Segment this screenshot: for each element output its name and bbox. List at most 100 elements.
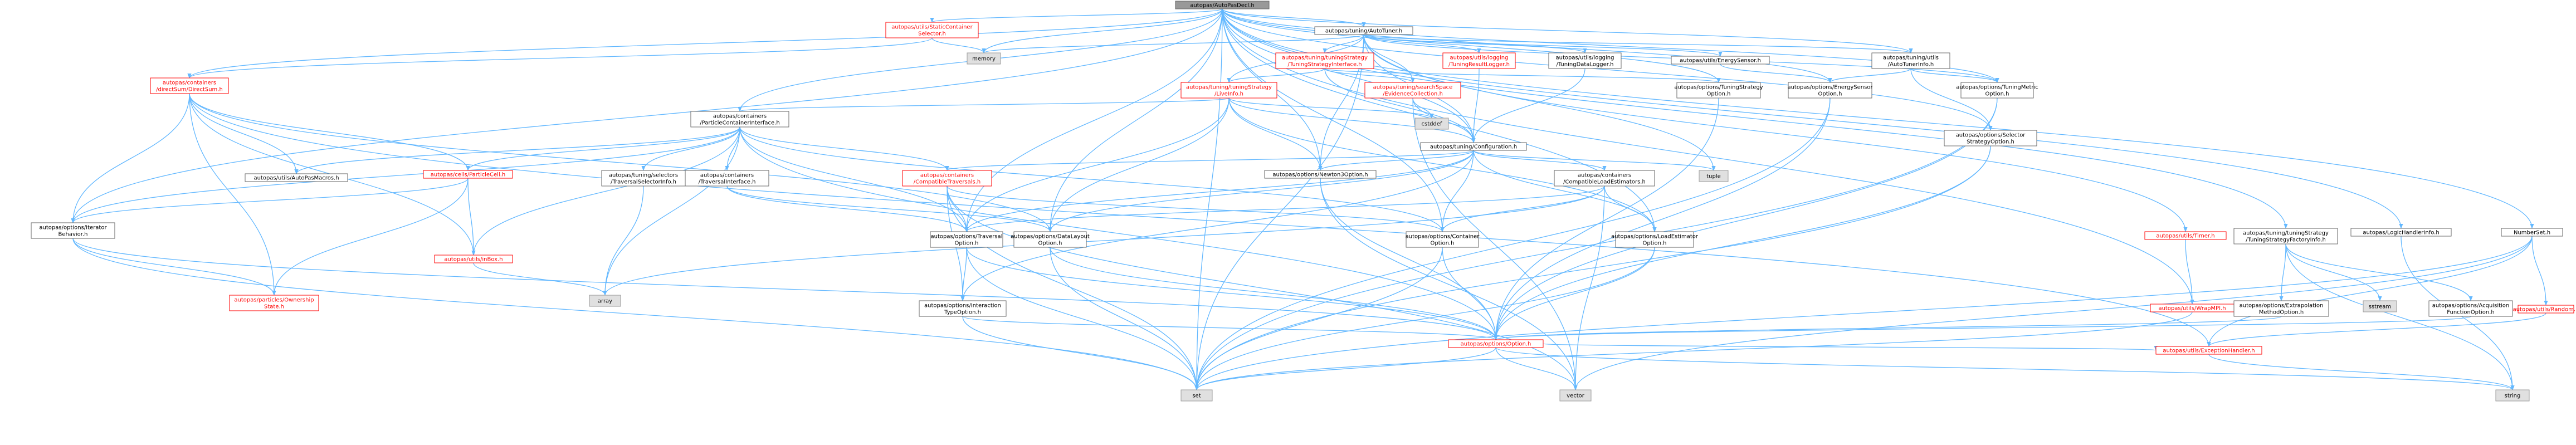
- node-label: /LiveInfo.h: [1214, 91, 1243, 97]
- node-array: array: [589, 295, 621, 307]
- node-option[interactable]: autopas/options/Option.h: [1448, 339, 1544, 348]
- node-compattrav[interactable]: autopas/containers/CompatibleTraversals.…: [902, 170, 992, 187]
- node-travselinfo[interactable]: autopas/tuning/selectors/TraversalSelect…: [601, 170, 686, 187]
- node-newton3[interactable]: autopas/options/Newton3Option.h: [1264, 170, 1377, 179]
- node-inbox[interactable]: autopas/utils/inBox.h: [434, 255, 513, 263]
- node-box: [589, 295, 621, 307]
- node-label: autopas/utils/inBox.h: [444, 257, 502, 263]
- edge-option-to-vector: [1495, 347, 1578, 390]
- edge-root-to-tsfactory: [1222, 8, 2288, 229]
- edge-tsfactory-to-sstream: [2285, 243, 2382, 301]
- edge-tsinterface-to-config: [1324, 68, 1476, 143]
- edge-liveinfo-to-datalayout: [1048, 97, 1230, 232]
- node-label: autopas/options/Extrapolation: [2240, 303, 2324, 309]
- edge-tsinterface-to-evidence: [1324, 68, 1415, 83]
- node-label: autopas/AutoPasDecl.h: [1190, 3, 1254, 9]
- edge-particlecell-to-ownership: [272, 178, 469, 296]
- node-box: [1275, 52, 1374, 69]
- node-config[interactable]: autopas/tuning/Configuration.h: [1420, 142, 1527, 151]
- node-wrapmpi[interactable]: autopas/utils/WrapMPI.h: [2150, 304, 2235, 312]
- node-directsum[interactable]: autopas/containers/directSum/DirectSum.h: [150, 77, 229, 94]
- node-timer[interactable]: autopas/utils/Timer.h: [2144, 231, 2227, 240]
- node-box: [2501, 228, 2563, 237]
- edge-newton3-to-vector: [1320, 178, 1578, 390]
- node-box: [1944, 130, 2037, 146]
- node-root[interactable]: autopas/AutoPasDecl.h: [1175, 1, 1270, 9]
- node-label: Option.h: [1431, 241, 1455, 247]
- edge-compatload-to-array: [603, 185, 1605, 296]
- node-label: autopas/options/Acquisition: [2432, 303, 2510, 309]
- node-compatload[interactable]: autopas/containers/CompatibleLoadEstimat…: [1554, 170, 1655, 187]
- node-box: [601, 170, 686, 187]
- edge-energysensor-to-esoption: [1720, 63, 1832, 83]
- node-label: Option.h: [1643, 241, 1667, 247]
- node-energysensor[interactable]: autopas/utils/EnergySensor.h: [1671, 56, 1770, 65]
- node-label: /CompatibleLoadEstimators.h: [1563, 179, 1646, 185]
- node-label: Option.h: [1985, 91, 2009, 97]
- edge-tsinterface-to-tsoption: [1324, 68, 1721, 83]
- node-liveinfo[interactable]: autopas/tuning/tuningStrategy/LiveInfo.h: [1180, 82, 1277, 99]
- node-autotuner[interactable]: autopas/tuning/AutoTuner.h: [1314, 26, 1413, 35]
- node-box: [2233, 300, 2329, 317]
- node-set: set: [1180, 389, 1213, 402]
- edge-option-to-set: [1194, 347, 1496, 390]
- graph-nodes: autopas/AutoPasDecl.h autopas/utils/Stati…: [31, 1, 2576, 402]
- node-macros[interactable]: autopas/utils/AutoPasMacros.h: [245, 173, 348, 182]
- node-box: [1013, 231, 1087, 248]
- edge-pcinterface-to-inbox: [471, 126, 740, 256]
- edge-datalayout-to-option: [1050, 247, 1498, 340]
- node-tuningresultlog[interactable]: autopas/utils/logging/TuningResultLogger…: [1442, 52, 1516, 69]
- node-box: [2155, 346, 2262, 355]
- edge-autotuner-to-memory: [982, 34, 1364, 53]
- edge-loadest-to-set: [1194, 247, 1655, 390]
- node-label: autopas/utils/WrapMPI.h: [2158, 306, 2226, 312]
- node-label: autopas/utils/StaticContainer: [891, 25, 973, 31]
- node-label: TypeOption.h: [944, 310, 981, 316]
- node-tsfactory[interactable]: autopas/tuning/tuningStrategy/TuningStra…: [2233, 228, 2338, 244]
- node-acquisition[interactable]: autopas/options/AcquisitionFunctionOptio…: [2428, 300, 2513, 317]
- edge-pcinterface-to-array: [603, 126, 740, 296]
- edge-root-to-esoption: [1222, 8, 1832, 83]
- node-label: /TuningResultLogger.h: [1448, 62, 1510, 68]
- node-evidence[interactable]: autopas/tuning/searchSpace/EvidenceColle…: [1364, 82, 1461, 99]
- node-sstream: sstream: [2363, 300, 2397, 312]
- node-tuningdatalog[interactable]: autopas/utils/logging/TuningDataLogger.h: [1548, 52, 1622, 69]
- node-extrapolation[interactable]: autopas/options/ExtrapolationMethodOptio…: [2233, 300, 2329, 317]
- edge-pcinterface-to-travoption: [739, 126, 969, 232]
- node-label: autopas/cells/ParticleCell.h: [431, 172, 506, 178]
- node-autotuneinfo[interactable]: autopas/tuning/utils/AutoTunerInfo.h: [1871, 52, 1950, 69]
- edge-travoption-to-interaction: [960, 247, 967, 301]
- node-label: autopas/options/Traversal: [931, 234, 1003, 240]
- node-exception[interactable]: autopas/utils/ExceptionHandler.h: [2155, 346, 2262, 355]
- node-label: /EvidenceCollection.h: [1383, 91, 1443, 97]
- edge-root-to-staticcont: [930, 8, 1223, 23]
- node-label: vector: [1567, 393, 1585, 399]
- node-numberset[interactable]: NumberSet.h: [2501, 228, 2563, 237]
- edge-extrapolation-to-option: [1494, 316, 2282, 340]
- node-box: [1699, 170, 1729, 182]
- node-random[interactable]: autopas/utils/Random.h: [2513, 305, 2576, 314]
- node-box: [1175, 1, 1270, 9]
- node-box: [150, 77, 229, 94]
- node-particlecell[interactable]: autopas/cells/ParticleCell.h: [423, 170, 513, 179]
- edge-config-to-datalayout: [1048, 150, 1474, 232]
- edge-directsum-to-datalayout: [189, 93, 1052, 232]
- edge-compattrav-to-vector: [947, 185, 1578, 390]
- node-tsinterface[interactable]: autopas/tuning/tuningStrategy/TuningStra…: [1275, 52, 1374, 69]
- node-label: State.h: [264, 304, 284, 310]
- node-pcinterface[interactable]: autopas/containers/ParticleContainerInte…: [690, 111, 789, 128]
- node-loghandler[interactable]: autopas/LogicHandlerInfo.h: [2350, 228, 2452, 237]
- node-travinterface[interactable]: autopas/containers/TraversalInterface.h: [685, 170, 769, 187]
